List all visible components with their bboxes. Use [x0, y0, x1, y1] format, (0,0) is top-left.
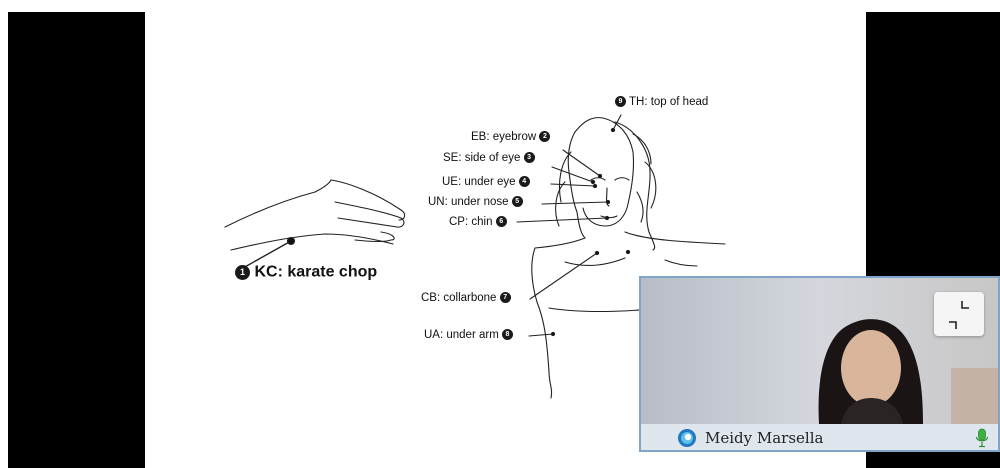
participant-name: Meidy Marsella — [705, 429, 823, 447]
point-text: TH: top of head — [629, 96, 708, 108]
label-under-arm: UA: under arm 8 — [424, 328, 513, 342]
point-text: SE: side of eye — [443, 152, 520, 164]
label-under-eye: UE: under eye 4 — [442, 175, 530, 189]
body-outline — [535, 238, 585, 248]
point-number-badge: 5 — [512, 196, 523, 207]
point-text: EB: eyebrow — [471, 131, 536, 143]
point-number-badge: 8 — [502, 329, 513, 340]
point-text: UN: under nose — [428, 196, 509, 208]
point-number-badge: 6 — [496, 216, 507, 227]
point-number-badge: 1 — [235, 265, 250, 280]
microphone-icon[interactable] — [975, 428, 989, 448]
label-collarbone: CB: collarbone 7 — [421, 291, 511, 305]
label-karate-chop: 1 KC: karate chop — [235, 265, 377, 280]
letterbox-left — [8, 12, 145, 468]
app-logo-icon — [677, 428, 697, 448]
participant-name-bar: Meidy Marsella — [641, 424, 998, 452]
point-number-badge: 9 — [615, 96, 626, 107]
hand-outline — [225, 180, 331, 227]
label-eyebrow: EB: eyebrow 2 — [471, 130, 550, 144]
point-number-badge: 2 — [539, 131, 550, 142]
person-face — [841, 330, 901, 406]
minimize-icon — [934, 292, 984, 336]
label-side-of-eye: SE: side of eye 3 — [443, 151, 535, 165]
point-text: CP: chin — [449, 216, 492, 228]
label-top-of-head: 9 TH: top of head — [615, 95, 708, 109]
point-number-badge: 3 — [524, 152, 535, 163]
point-text: UA: under arm — [424, 329, 499, 341]
point-number-badge: 4 — [519, 176, 530, 187]
point-number-badge: 7 — [500, 292, 511, 303]
point-text: KC: karate chop — [254, 264, 377, 281]
exit-fullscreen-button[interactable] — [934, 292, 984, 336]
participant-video-tile[interactable]: Meidy Marsella — [639, 276, 1000, 452]
point-text: CB: collarbone — [421, 292, 496, 304]
label-under-nose: UN: under nose 5 — [428, 195, 523, 209]
head-outline — [575, 118, 634, 226]
point-text: UE: under eye — [442, 176, 516, 188]
label-chin: CP: chin 6 — [449, 215, 507, 229]
